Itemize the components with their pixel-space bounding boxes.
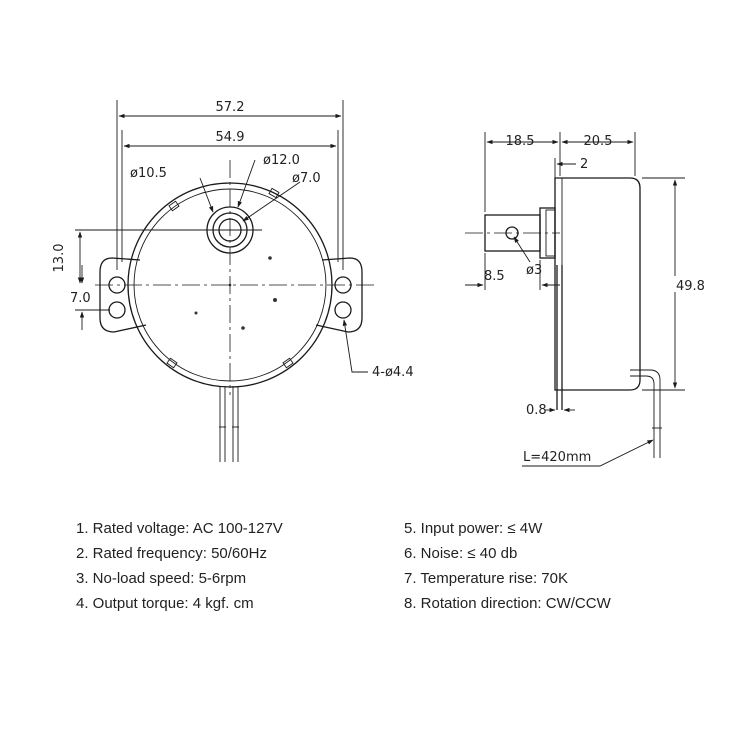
dim-offset-7: 7.0 <box>70 291 91 306</box>
spec-item: 7. Temperature rise: 70K <box>404 570 568 587</box>
spec-item: 1. Rated voltage: AC 100-127V <box>76 520 283 537</box>
screw-dot <box>241 326 245 330</box>
dim-side-left: 18.5 <box>506 134 535 149</box>
dim-lead-length: L=420mm <box>523 450 591 465</box>
mounting-ear-left <box>99 257 147 333</box>
dim-offset-13: 13.0 <box>52 244 67 273</box>
dim-overall-width: 57.2 <box>216 100 245 115</box>
rim-tab <box>268 187 280 199</box>
mount-hole <box>108 301 126 319</box>
screw-dot <box>268 256 272 260</box>
spec-item: 3. No-load speed: 5-6rpm <box>76 570 247 587</box>
dim-side-right: 20.5 <box>584 134 613 149</box>
side-view: 18.5 20.5 2 49.8 8.5 ø3 0.8 L=420mm <box>465 132 705 467</box>
dim-hole-spacing: 54.9 <box>216 130 245 145</box>
dim-flange: 2 <box>580 157 588 172</box>
dim-dia-12: ø12.0 <box>263 153 300 168</box>
dim-shaft-length: 8.5 <box>484 269 505 284</box>
spec-list-right: 5. Input power: ≤ 4W 6. Noise: ≤ 40 db 7… <box>404 516 611 616</box>
mounting-ear-right <box>315 257 363 333</box>
spec-list-left: 1. Rated voltage: AC 100-127V 2. Rated f… <box>76 516 283 616</box>
screw-dot <box>273 298 277 302</box>
dim-height: 49.8 <box>676 279 705 294</box>
spec-item: 2. Rated frequency: 50/60Hz <box>76 545 267 562</box>
spec-item: 8. Rotation direction: CW/CCW <box>404 595 611 612</box>
side-body <box>554 177 641 391</box>
side-wire <box>630 369 661 458</box>
spec-item: 4. Output torque: 4 kgf. cm <box>76 595 254 612</box>
spec-item: 6. Noise: ≤ 40 db <box>404 545 518 562</box>
screw-dot <box>194 311 198 315</box>
rim-tab <box>282 357 294 369</box>
dim-dia-10-5: ø10.5 <box>130 166 167 181</box>
mount-hole <box>334 301 352 319</box>
dim-plate: 0.8 <box>526 403 547 418</box>
dim-mount-holes: 4-ø4.4 <box>372 365 414 380</box>
rim-tab <box>166 357 178 369</box>
spec-item: 5. Input power: ≤ 4W <box>404 520 543 537</box>
rim-tab <box>168 200 180 212</box>
dim-dia-7: ø7.0 <box>292 171 321 186</box>
front-view: 57.2 54.9 ø10.5 ø12.0 ø7.0 13.0 7.0 4-ø4… <box>52 100 414 462</box>
dim-shaft-dia: ø3 <box>526 263 542 278</box>
